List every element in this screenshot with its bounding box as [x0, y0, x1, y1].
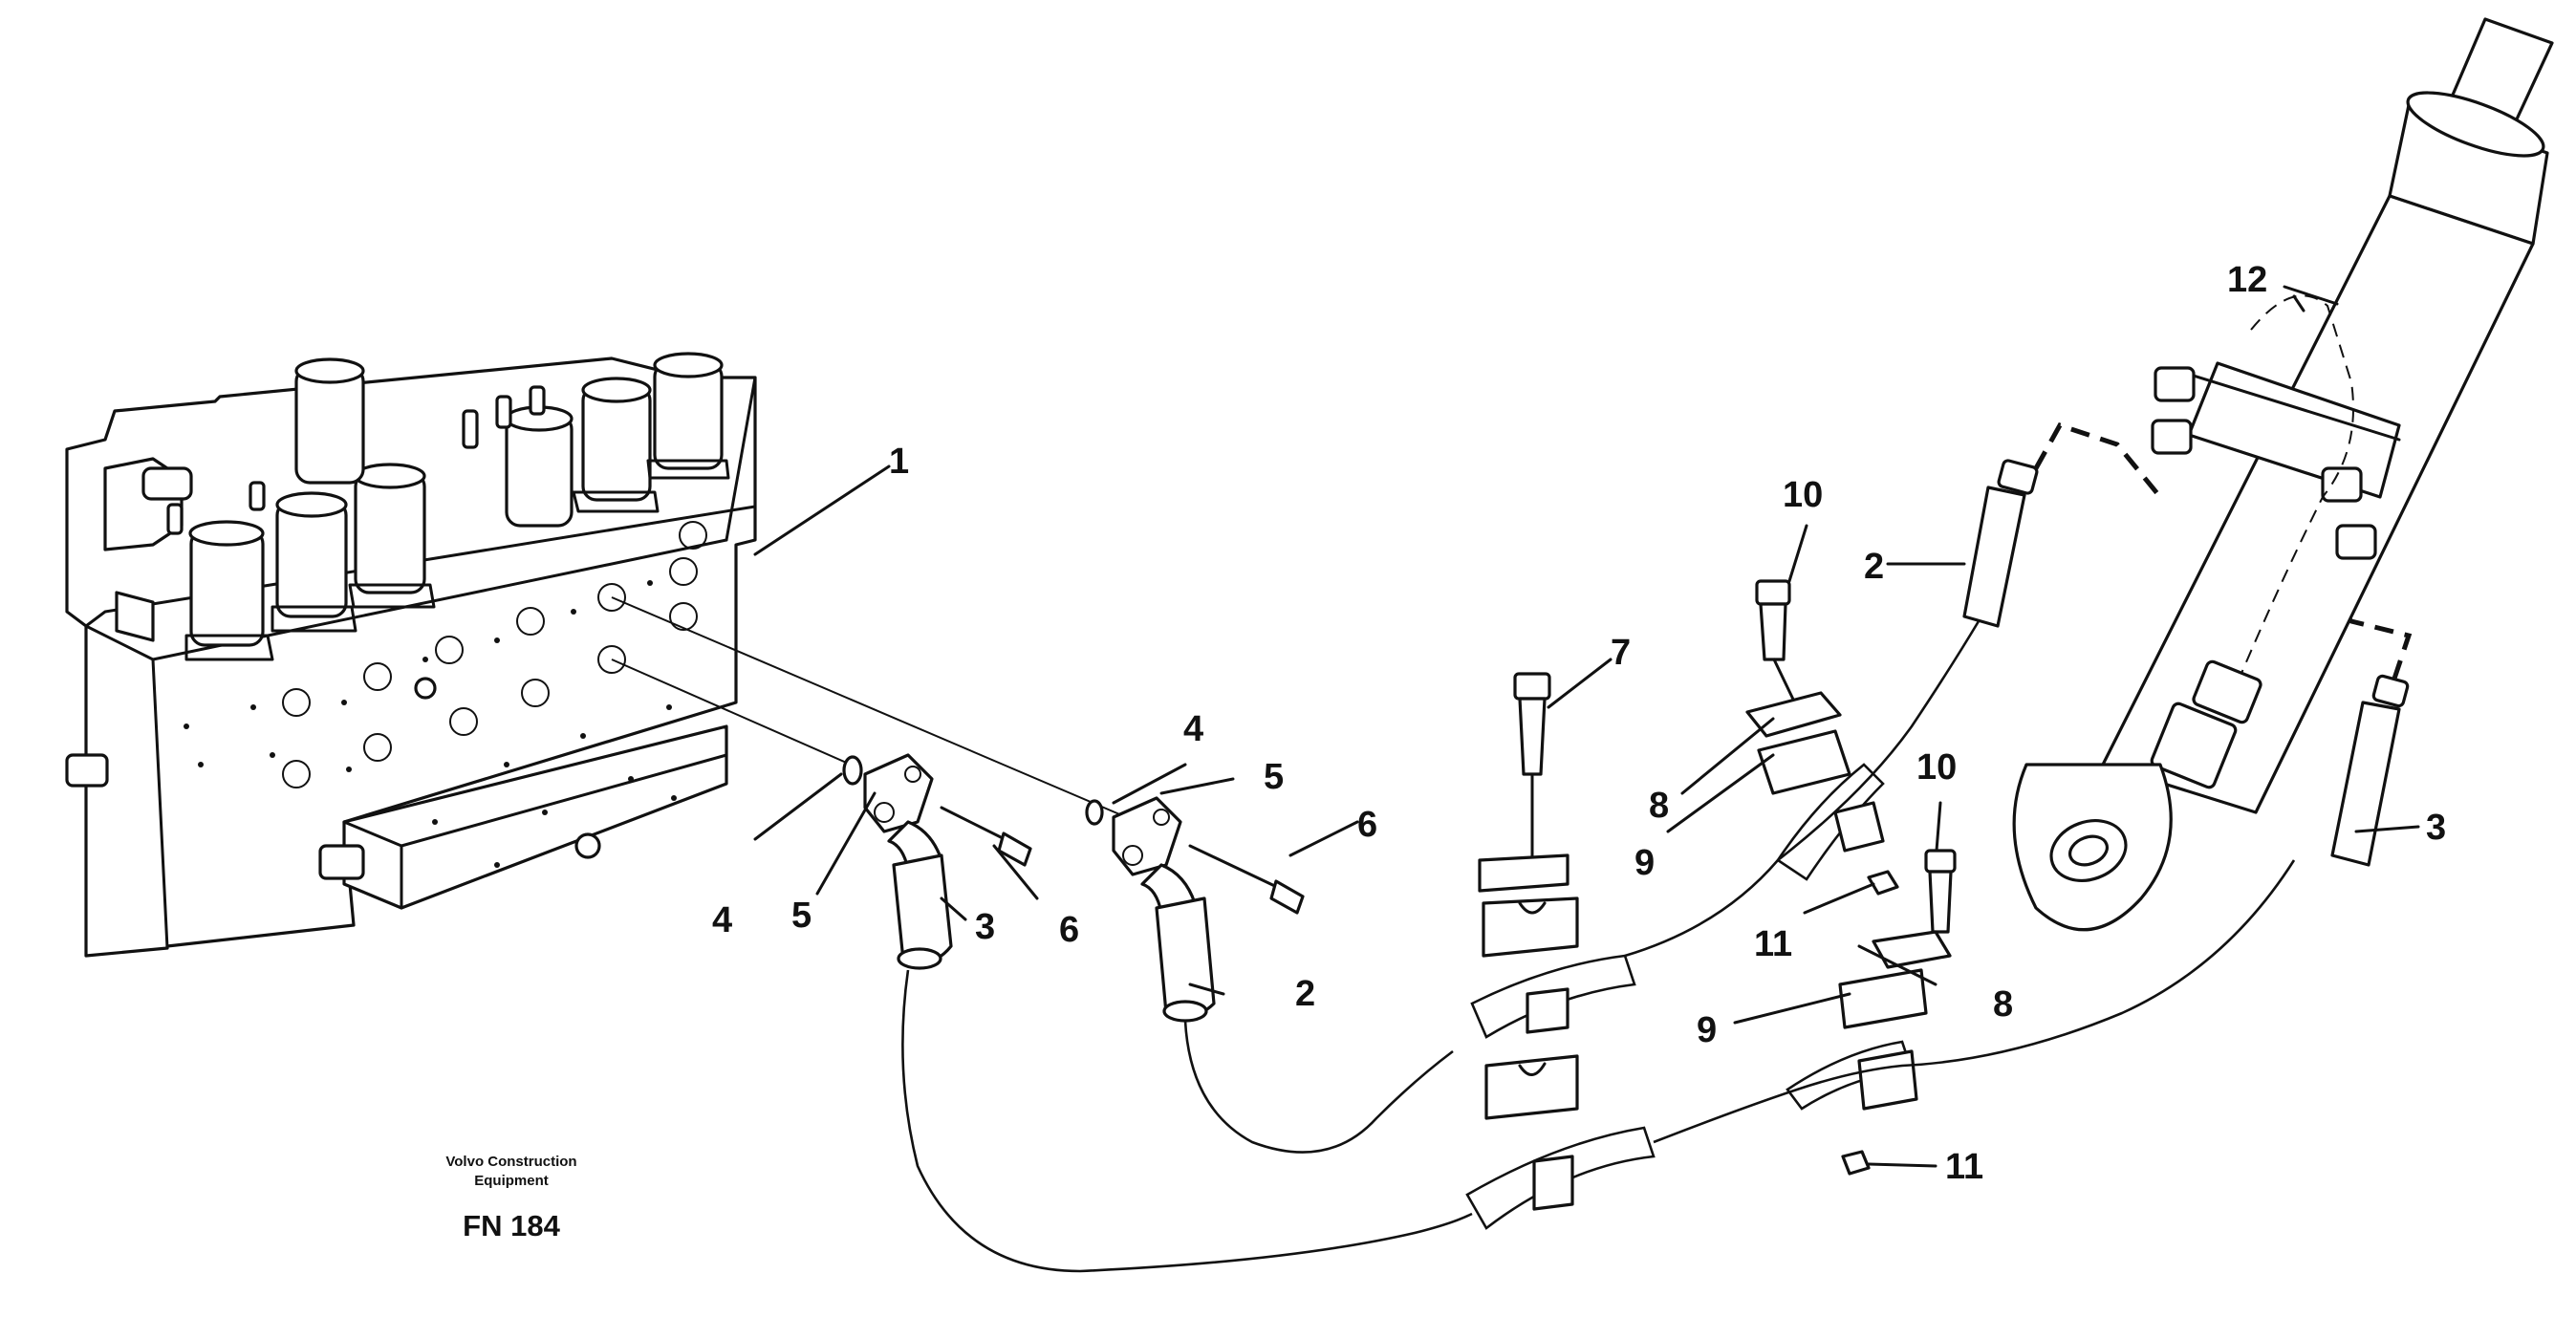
clamp-plate-upper-left — [1478, 853, 1569, 893]
callout-2-cylinder: 2 — [1864, 547, 1884, 587]
hose-route-dashed-upper — [2033, 421, 2162, 499]
hose-clamp-segment — [1776, 763, 1885, 881]
split-flange-right — [1112, 796, 1182, 876]
clamp-half-upper-left — [1482, 896, 1579, 958]
callout-8-upper: 8 — [1649, 786, 1669, 826]
callout-1: 1 — [889, 442, 909, 482]
o-ring-left — [842, 755, 863, 786]
solenoid-valve — [505, 405, 574, 528]
callout-4-right: 4 — [1183, 709, 1203, 749]
callout-6-right: 6 — [1357, 805, 1377, 845]
clamp-plate-lower-right — [1872, 930, 1952, 969]
clamp-half-middle-left — [1484, 1054, 1579, 1120]
port-leader-line — [611, 659, 852, 766]
clamp-half-bottom-left — [1532, 1155, 1574, 1211]
callout-12: 12 — [2227, 260, 2267, 300]
callout-11-lower: 11 — [1945, 1147, 1983, 1187]
callout-10-lower: 10 — [1916, 747, 1957, 788]
clamp-half-bottom-right — [1857, 1049, 1918, 1111]
screw-right — [1188, 844, 1305, 915]
solenoid-valve — [646, 352, 730, 480]
hydraulic-cylinder — [2012, 17, 2554, 932]
callout-4-left: 4 — [712, 900, 732, 940]
clamp-half-upper-right — [1757, 729, 1851, 795]
bolt-7 — [1513, 672, 1551, 862]
valve-ports — [184, 521, 707, 868]
solenoid-valve — [572, 377, 660, 513]
callout-3-hose: 3 — [975, 907, 995, 947]
hose-end-left — [887, 820, 953, 970]
callout-5-left: 5 — [791, 896, 812, 936]
cylinder-hose-2 — [1962, 459, 2039, 628]
callout-7: 7 — [1611, 633, 1631, 673]
clamp-half-lower-right-2 — [1838, 968, 1928, 1029]
figure-code: FN 184 — [463, 1209, 560, 1242]
hose-2-route — [1624, 620, 1981, 958]
hose-3-route — [1653, 859, 2296, 1144]
solenoid-valve — [294, 357, 365, 485]
screw-left — [940, 806, 1032, 867]
brand-line-1: Volvo Construction — [445, 1154, 576, 1170]
nut-11-upper — [1867, 870, 1899, 896]
callout-2-hose: 2 — [1295, 974, 1315, 1014]
bolt-10-lower — [1924, 849, 1957, 934]
clamp-half-lower-right — [1833, 801, 1885, 853]
leader-lines — [753, 285, 2420, 1168]
callout-11-upper: 11 — [1754, 924, 1792, 964]
callout-6-left: 6 — [1059, 910, 1079, 950]
hose-end-right — [1140, 863, 1216, 1023]
nut-11-lower — [1841, 1150, 1871, 1176]
solenoid-valve — [348, 463, 436, 609]
hose-3-line — [901, 969, 1473, 1273]
hidden-tube — [2226, 294, 2354, 708]
hose-clamp-segment — [1470, 954, 1636, 1039]
callout-8-lower: 8 — [1993, 984, 2013, 1025]
hose-clamp-segment — [1465, 1126, 1656, 1230]
callout-9-upper: 9 — [1634, 843, 1655, 883]
o-ring-right — [1085, 799, 1104, 826]
callout-10-upper: 10 — [1783, 475, 1823, 515]
bolt-10-upper — [1755, 579, 1799, 709]
hose-2-line — [1183, 1020, 1454, 1154]
control-valve-block — [65, 352, 757, 958]
solenoid-valve — [184, 520, 274, 661]
solenoid-valve — [271, 491, 357, 633]
brand-line-2: Equipment — [474, 1173, 549, 1189]
cylinder-hose-3 — [2330, 674, 2410, 867]
callout-5-right: 5 — [1264, 757, 1284, 797]
callout-9-lower: 9 — [1697, 1010, 1717, 1050]
callout-3-cylinder: 3 — [2426, 808, 2446, 848]
port-leader-line — [611, 596, 1138, 823]
clamp-half-lower-left — [1526, 987, 1569, 1034]
